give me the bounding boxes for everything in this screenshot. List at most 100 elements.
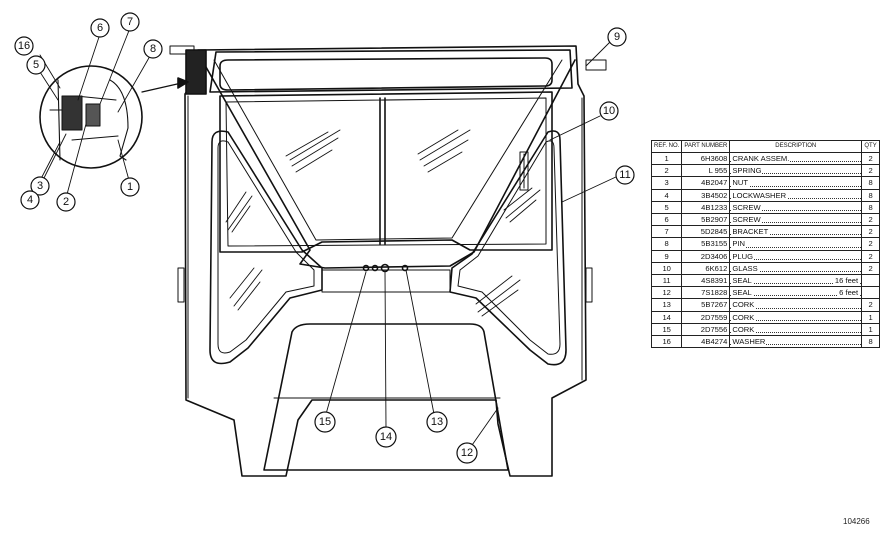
qty-cell: 2 (861, 151, 880, 166)
description-text: LOCKWASHER (732, 190, 788, 200)
qty-cell (861, 274, 880, 288)
description-cell: SEAL 6 feet (729, 286, 863, 300)
description-cell: PIN (729, 237, 863, 251)
ref-no-cell: 2 (650, 164, 683, 178)
description-text: NUT (732, 178, 749, 188)
callout-7 (120, 12, 140, 32)
callout-label: 8 (150, 43, 156, 55)
detail-view-circle (39, 65, 143, 169)
callout-8 (143, 39, 163, 59)
drawing-number: 104266 (843, 517, 870, 526)
part-number-cell: 4S8391 (681, 274, 731, 288)
callout-9 (607, 27, 627, 47)
callout-label: 9 (614, 31, 620, 43)
qty-cell: 8 (861, 188, 880, 202)
part-number-header: PART NUMBER (681, 140, 731, 153)
callout-13 (426, 411, 448, 433)
qty-cell: 2 (861, 249, 880, 263)
ref-no-cell: 14 (650, 310, 683, 324)
callout-label: 7 (127, 16, 133, 28)
description-note: 6 feet (838, 287, 860, 298)
part-number-cell: 7S1828 (681, 286, 731, 300)
right-lower-window (449, 130, 567, 366)
description-cell: SEAL 16 feet (729, 274, 863, 288)
description-cell: SPRING (729, 164, 863, 178)
qty-cell: 8 (861, 335, 880, 349)
callout-label: 13 (431, 416, 443, 428)
callout-label: 15 (319, 416, 331, 428)
description-text: GLASS (732, 263, 759, 273)
left-lower-window (209, 130, 323, 365)
callout-label: 14 (380, 431, 392, 443)
callout-16 (14, 36, 34, 56)
qty-cell: 1 (861, 310, 880, 324)
part-number-cell: 3B4502 (681, 188, 731, 202)
callout-label: 11 (619, 169, 630, 181)
ref-no-header: REF. NO. (650, 140, 683, 153)
ref-no-cell: 7 (650, 225, 683, 239)
description-cell: NUT (729, 176, 863, 190)
description-note: 16 feet (833, 275, 860, 286)
callout-label: 10 (603, 105, 615, 117)
callout-6 (90, 18, 110, 38)
description-text: SEAL (732, 288, 753, 298)
lower-cutout (263, 323, 509, 471)
part-number-cell: L 955 (681, 164, 731, 178)
ref-no-cell: 15 (650, 322, 683, 337)
part-number-cell: 5B3155 (681, 237, 731, 251)
part-number-cell: 5D2845 (681, 225, 731, 239)
part-number-cell: 4B4274 (681, 335, 731, 349)
description-text: PLUG (732, 251, 755, 261)
ref-no-cell: 5 (650, 200, 683, 215)
description-text: PIN (732, 239, 747, 249)
description-text: SEAL (732, 276, 753, 286)
callout-3 (30, 176, 50, 196)
description-text: SCREW (732, 215, 762, 225)
qty-cell: 2 (861, 237, 880, 251)
description-text: WASHER (732, 337, 767, 347)
part-number-cell: 6K612 (681, 261, 731, 276)
description-text: CORK (732, 312, 756, 322)
ref-no-cell: 8 (650, 237, 683, 251)
ref-no-cell: 11 (650, 274, 683, 288)
ref-no-cell: 16 (650, 335, 683, 349)
ref-no-cell: 4 (650, 188, 683, 202)
callout-label: 2 (63, 196, 69, 208)
description-cell: SCREW (729, 200, 863, 215)
ref-no-cell: 10 (650, 261, 683, 276)
dash-panel (321, 269, 451, 293)
part-number-cell: 2D3406 (681, 249, 731, 263)
callout-1 (120, 177, 140, 197)
ref-no-cell: 1 (650, 151, 683, 166)
description-text: CRANK ASSEM. (732, 154, 791, 163)
callout-14 (375, 426, 397, 448)
qty-cell: 1 (861, 322, 880, 337)
callout-label: 12 (461, 447, 473, 459)
part-number-cell: 2D7556 (681, 322, 731, 337)
qty-cell: 2 (861, 261, 880, 276)
qty-cell: 8 (861, 176, 880, 190)
ref-no-cell: 9 (650, 249, 683, 263)
description-cell: PLUG (729, 249, 863, 263)
ref-no-cell: 12 (650, 286, 683, 300)
part-number-cell: 5B2907 (681, 213, 731, 227)
description-cell: BRACKET (729, 225, 863, 239)
ref-no-cell: 3 (650, 176, 683, 190)
description-text: BRACKET (732, 227, 770, 237)
callout-label: 4 (27, 194, 33, 206)
description-text: SCREW (732, 202, 762, 212)
